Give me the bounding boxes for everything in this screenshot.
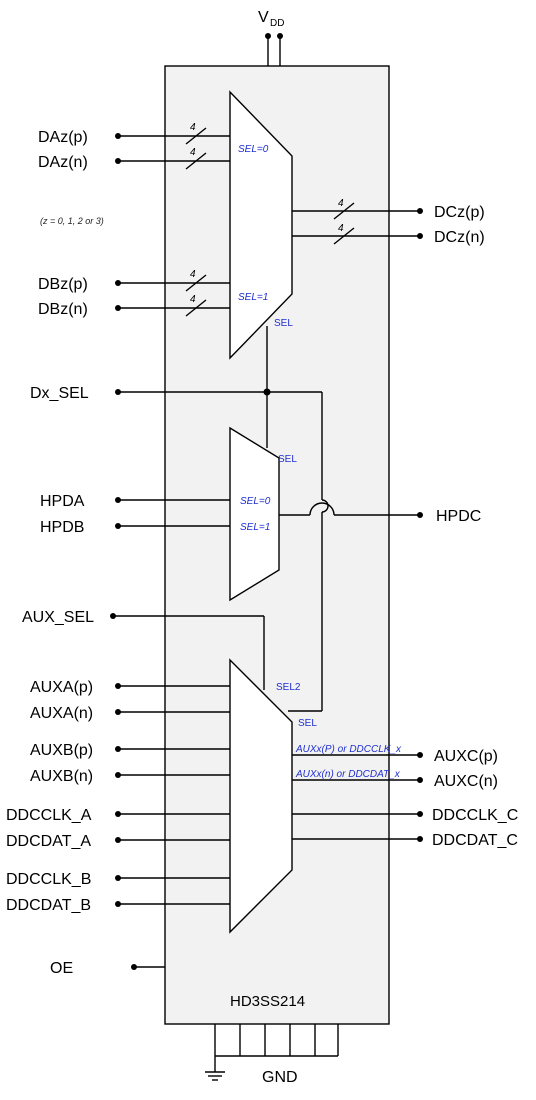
pin-label: DDCDAT_C xyxy=(432,832,518,849)
aux-mux-sel-label: SEL xyxy=(298,718,317,729)
pin-auxa-n: AUXA(n) xyxy=(30,705,230,722)
pin-dx-sel: Dx_SEL xyxy=(30,326,329,712)
pin-label: AUX_SEL xyxy=(22,609,94,626)
pin-label: HPDB xyxy=(40,519,84,536)
pin-auxa-p: AUXA(p) xyxy=(30,679,230,696)
pin-oe: OE xyxy=(50,960,165,977)
aux-out-p-label: AUXx(P) or DDCCLK_x xyxy=(295,744,402,755)
lane-mux-sel1-label: SEL=1 xyxy=(238,292,268,303)
pin-auxc-p: AUXx(P) or DDCCLK_x AUXC(p) xyxy=(292,744,498,765)
pin-label: OE xyxy=(50,960,73,977)
pin-ddcdat-a: DDCDAT_A xyxy=(6,833,230,850)
svg-text:4: 4 xyxy=(190,269,196,280)
aux-out-n-label: AUXx(n) or DDCDAT_x xyxy=(295,769,401,780)
pin-label: DBz(p) xyxy=(38,276,88,293)
pin-label: AUXB(p) xyxy=(30,742,93,759)
pin-label: AUXC(n) xyxy=(434,773,498,790)
hpd-mux xyxy=(229,426,280,602)
pin-label: DBz(n) xyxy=(38,301,88,318)
pin-label: Dx_SEL xyxy=(30,385,89,402)
z-index-note: (z = 0, 1, 2 or 3) xyxy=(40,216,104,226)
pin-hpdc: HPDC xyxy=(279,502,481,525)
aux-mux xyxy=(229,658,293,934)
pin-dcz-n: 4 DCz(n) xyxy=(292,223,485,246)
lane-mux xyxy=(229,90,293,360)
pin-label: DDCCLK_A xyxy=(6,807,92,824)
pin-auxc-n: AUXx(n) or DDCDAT_x AUXC(n) xyxy=(292,769,498,790)
hpd-mux-sel-label: SEL xyxy=(278,454,297,465)
pin-label: AUXA(p) xyxy=(30,679,93,696)
vdd-label: V xyxy=(258,9,269,26)
pin-label: HPDC xyxy=(436,508,481,525)
pin-dbz-n: DBz(n) 4 xyxy=(38,294,230,318)
lane-mux-sel-label: SEL xyxy=(274,318,293,329)
pin-label: DDCCLK_C xyxy=(432,807,518,824)
pin-label: DAz(n) xyxy=(38,154,88,171)
pin-label: HPDA xyxy=(40,493,85,510)
svg-text:4: 4 xyxy=(190,147,196,158)
pin-hpda: HPDA xyxy=(40,493,230,510)
pin-daz-n: DAz(n) 4 xyxy=(38,147,230,171)
pin-label: AUXB(n) xyxy=(30,768,93,785)
hpd-mux-sel1-label: SEL=1 xyxy=(240,522,270,533)
pin-ddcdat-b: DDCDAT_B xyxy=(6,897,230,914)
pin-ddcclk-c: DDCCLK_C xyxy=(292,807,518,824)
ground-pins: GND xyxy=(205,1024,339,1086)
pin-aux-sel: AUX_SEL xyxy=(22,609,265,690)
chip-name: HD3SS214 xyxy=(230,993,305,1010)
svg-text:4: 4 xyxy=(338,198,344,209)
pin-dcz-p: 4 DCz(p) xyxy=(292,198,485,221)
pin-label: DDCDAT_B xyxy=(6,897,91,914)
svg-text:4: 4 xyxy=(338,223,344,234)
pin-label: AUXC(p) xyxy=(434,748,498,765)
pin-label: DDCCLK_B xyxy=(6,871,91,888)
pin-ddcclk-b: DDCCLK_B xyxy=(6,871,230,888)
aux-mux-sel2-label: SEL2 xyxy=(276,682,301,693)
hpd-mux-sel0-label: SEL=0 xyxy=(240,496,271,507)
pin-auxb-p: AUXB(p) xyxy=(30,742,230,759)
pin-hpdb: HPDB xyxy=(40,519,230,536)
pin-daz-p: DAz(p) 4 xyxy=(38,122,230,146)
pin-label: DAz(p) xyxy=(38,129,88,146)
vdd-supply: V DD xyxy=(258,9,284,66)
pin-ddcdat-c: DDCDAT_C xyxy=(292,832,518,849)
pin-label: DDCDAT_A xyxy=(6,833,91,850)
gnd-label: GND xyxy=(262,1069,298,1086)
vdd-subscript: DD xyxy=(270,18,284,29)
pin-dbz-p: DBz(p) 4 xyxy=(38,269,230,293)
pin-ddcclk-a: DDCCLK_A xyxy=(6,807,230,824)
svg-text:4: 4 xyxy=(190,294,196,305)
lane-mux-sel0-label: SEL=0 xyxy=(238,144,269,155)
pin-label: AUXA(n) xyxy=(30,705,93,722)
pin-auxb-n: AUXB(n) xyxy=(30,768,230,785)
pin-label: DCz(n) xyxy=(434,229,485,246)
pin-label: DCz(p) xyxy=(434,204,485,221)
svg-text:4: 4 xyxy=(190,122,196,133)
